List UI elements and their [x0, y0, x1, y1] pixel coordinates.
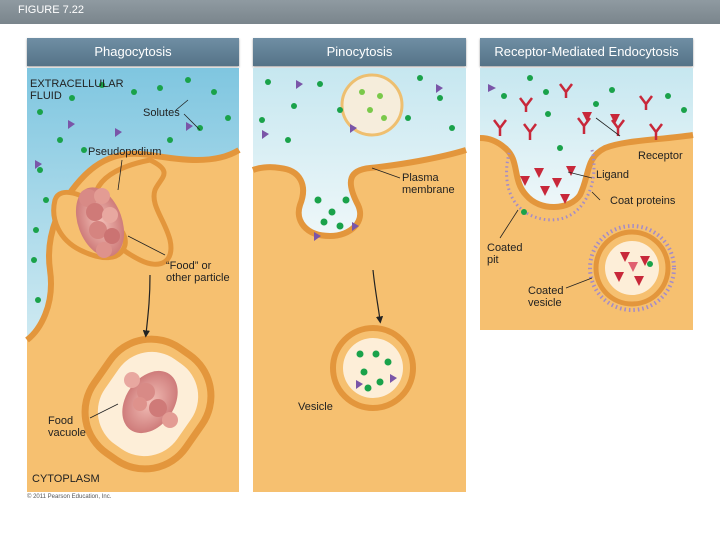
label-food-particle: “Food” or other particle [166, 260, 230, 284]
panel-title-receptor: Receptor-Mediated Endocytosis [480, 38, 693, 66]
coated-vesicle [588, 224, 676, 312]
phago-arrow [142, 274, 151, 338]
pino-solutes-purple [262, 80, 443, 241]
label-plasma-membrane: Plasma membrane [402, 172, 455, 196]
figure-title: FIGURE 7.22 [18, 4, 85, 16]
label-pseudopodium: Pseudopodium [88, 146, 162, 158]
phago-membrane [25, 147, 241, 343]
receptor-membrane [479, 132, 694, 210]
pino-solutes [259, 75, 455, 230]
receptor-solutes [501, 75, 687, 267]
phago-extracellular-fluid [27, 68, 239, 340]
label-solutes: Solutes [143, 107, 180, 119]
panel-title-pinocytosis: Pinocytosis [253, 38, 466, 66]
coat-proteins-pit [505, 149, 596, 222]
pino-forming-vesicle [340, 73, 404, 137]
phagocytosis-panel [25, 68, 241, 492]
header-bar: FIGURE 7.22 [0, 0, 720, 24]
label-vesicle: Vesicle [298, 401, 333, 413]
pino-arrow [372, 269, 384, 324]
copyright-text: © 2011 Pearson Education, Inc. [27, 494, 112, 500]
pino-membrane [251, 147, 467, 240]
label-food-vacuole: Food vacuole [48, 415, 86, 439]
label-receptor: Receptor [638, 150, 683, 162]
pit-ligands [520, 166, 576, 204]
pinocytosis-panel [251, 68, 467, 492]
receptor-extracellular-fluid [480, 68, 693, 208]
phago-solutes-purple [35, 120, 193, 169]
pino-extracellular-fluid [253, 68, 466, 236]
food-particle [75, 187, 125, 258]
panel-title-phagocytosis: Phagocytosis [27, 38, 239, 66]
label-extracellular-fluid: EXTRACELLULAR FLUID [30, 78, 124, 102]
receptors [493, 117, 663, 140]
label-ligand: Ligand [596, 169, 630, 181]
label-coat-proteins: Coat proteins [610, 195, 676, 207]
label-cytoplasm: CYTOPLASM [32, 473, 100, 485]
receptor-panel [479, 68, 694, 330]
free-ligands [488, 83, 653, 124]
food-vacuole [81, 335, 215, 473]
label-coated-vesicle: Coated vesicle [528, 285, 564, 309]
label-coated-pit: Coated pit [487, 242, 523, 266]
pino-vesicle [330, 325, 416, 411]
phago-solutes [31, 77, 231, 303]
